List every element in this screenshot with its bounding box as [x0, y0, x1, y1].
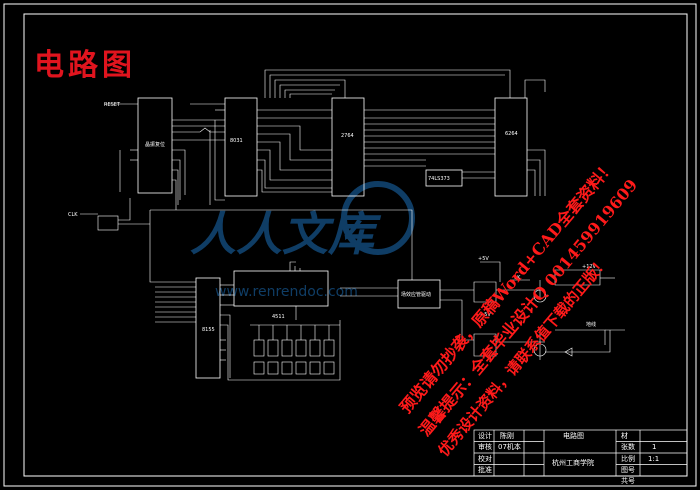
chip-2764 [331, 97, 365, 197]
svg-text:www.renrendoc.com: www.renrendoc.com [215, 284, 358, 300]
label-vcc3: +5V [480, 312, 491, 318]
chips [137, 97, 528, 379]
inner-frame [23, 13, 688, 477]
label-clk: CLK [68, 212, 78, 218]
label-gnd: 地线 [586, 321, 596, 328]
label-4511: 4511 [272, 314, 285, 320]
label-6264: 6264 [505, 131, 518, 137]
label-vcc2: +12V [582, 264, 597, 270]
tb-row4-left: 批准 [478, 466, 492, 474]
label-reset: RESET [104, 102, 121, 108]
label-r1: 1K [514, 275, 521, 281]
tb-row1-right1: 材 [621, 432, 628, 440]
tb-row2-left: 审核 [478, 443, 492, 451]
label-373: 74LS373 [428, 176, 450, 182]
watermark-logo: 人人文库 www.renrendoc.com [190, 181, 415, 300]
svg-text:人人文库: 人人文库 [190, 207, 382, 261]
tb-row1-right2: 张数 [621, 443, 635, 451]
wiring [80, 69, 625, 381]
label-8155: 8155 [202, 327, 215, 333]
chip-fet [397, 279, 441, 309]
chip-6264 [494, 97, 528, 197]
page-title: 电路图 [34, 48, 136, 83]
chip-8155 [195, 277, 221, 379]
label-8031: 8031 [230, 138, 243, 144]
tb-row1-right3: 1 [652, 443, 657, 451]
outer-frame [3, 3, 697, 487]
tb-row1-left: 设计 [478, 432, 492, 440]
chip-top-left [137, 97, 173, 194]
tb-row3-right1: 图号 [621, 466, 635, 474]
chip-0809 [233, 270, 329, 307]
title-block [473, 429, 688, 477]
tb-row3-mid: 杭州工商学院 [552, 459, 594, 467]
tb-row1-mid: 电路图 [563, 432, 584, 440]
tb-row1-name: 陈刚 [500, 432, 514, 440]
tb-row2-name: 07机本 [498, 443, 521, 451]
label-fet: 场效应管驱动 [401, 291, 431, 298]
label-top-chip: 晶振复位 [145, 141, 165, 148]
label-2764: 2764 [341, 133, 354, 139]
tb-row3-left: 校对 [478, 455, 492, 463]
tb-row4-right1: 共号 [621, 477, 635, 485]
chip-8031 [224, 97, 258, 197]
label-vcc: +5V [478, 256, 489, 262]
tb-row2-right2: 比例 [621, 455, 635, 463]
tb-row2-right3: 1:1 [648, 455, 660, 463]
